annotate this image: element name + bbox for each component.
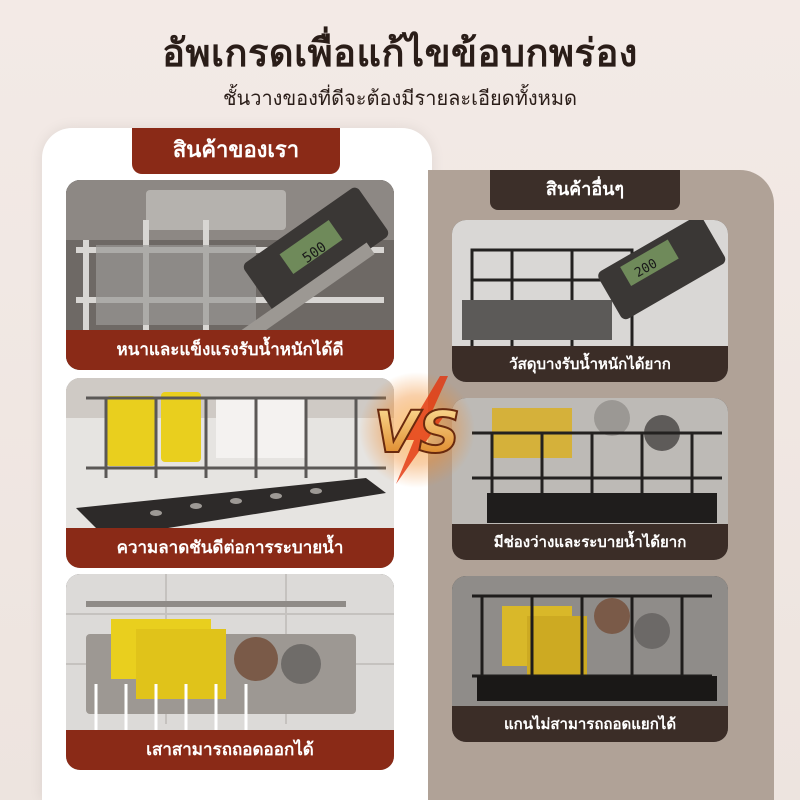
other-caption-2: มีช่องว่างและระบายน้ำได้ยาก [452, 524, 728, 560]
our-caption-2: ความลาดชันดีต่อการระบายน้ำ [66, 528, 394, 568]
our-card-thickness: 500 หนาและแข็งแรงรับน้ำหนักได้ดี [66, 180, 394, 370]
other-card-gaps: มีช่องว่างและระบายน้ำได้ยาก [452, 398, 728, 560]
our-caption-3: เสาสามารถถอดออกได้ [66, 730, 394, 770]
vs-text: VS [374, 398, 461, 466]
our-caption-1: หนาและแข็งแรงรับน้ำหนักได้ดี [66, 330, 394, 370]
our-product-badge: สินค้าของเรา [132, 128, 340, 174]
other-card-thin: 200 วัสดุบางรับน้ำหนักได้ยาก [452, 220, 728, 382]
other-caption-1: วัสดุบางรับน้ำหนักได้ยาก [452, 346, 728, 382]
other-card-fixed: แกนไม่สามารถถอดแยกได้ [452, 576, 728, 742]
vs-emblem: VS [359, 372, 475, 488]
our-card-slope: ความลาดชันดีต่อการระบายน้ำ [66, 378, 394, 568]
thick-rack-caliper-photo: 500 [66, 180, 394, 370]
page-title: อัพเกรดเพื่อแก้ไขข้อบกพร่อง [162, 31, 638, 75]
page-subtitle: ชั้นวางของที่ดีจะต้องมีรายละเอียดทั้งหมด [222, 86, 578, 110]
other-product-badge: สินค้าอื่นๆ [490, 170, 680, 210]
our-card-detachable: เสาสามารถถอดออกได้ [66, 574, 394, 770]
other-caption-3: แกนไม่สามารถถอดแยกได้ [452, 706, 728, 742]
